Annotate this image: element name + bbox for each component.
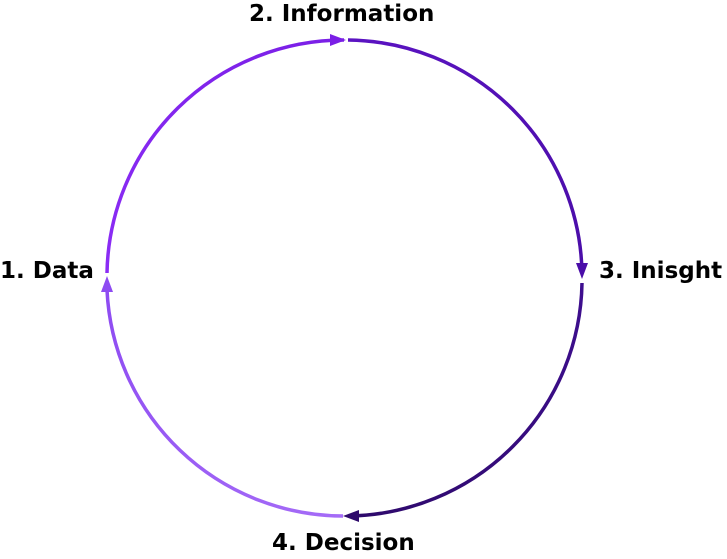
arrow-head-data	[101, 276, 113, 292]
arc-data-to-information	[105, 38, 345, 274]
arrow-head-decision	[343, 510, 359, 522]
stage-label-decision: 4. Decision	[272, 530, 415, 556]
stage-label-data: 1. Data	[0, 258, 94, 284]
arc-information-to-insight	[347, 38, 584, 274]
arrow-head-information	[330, 34, 346, 46]
stage-label-information: 2. Information	[249, 1, 435, 27]
arrow-head-insight	[576, 263, 588, 279]
stage-label-insight: 3. Inisght	[599, 258, 723, 284]
arc-insight-to-decision	[349, 282, 584, 518]
arc-decision-to-data	[105, 289, 344, 518]
